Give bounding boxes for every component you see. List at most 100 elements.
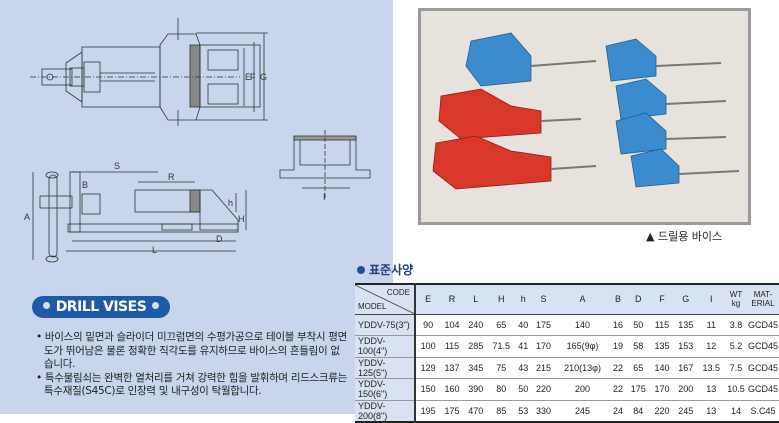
value-cell: 104 [440,314,464,336]
value-cell: 85 [487,400,515,422]
value-cell: 330 [531,400,556,422]
model-cell: YDDV-150(6") [355,378,416,401]
spec-heading-text: 표준사양 [369,263,414,277]
column-header: MAT-ERIAL [746,284,779,315]
value-cell: 135 [673,314,698,336]
description-item: • 바이스의 밑면과 슬라이더 미끄럼면의 수평가공으로 테이블 부착시 평면도… [36,331,347,371]
dim-label-h: H [238,214,245,224]
value-cell: 200 [555,378,610,401]
value-cell: 160 [440,378,464,401]
value-cell: 175 [440,400,464,422]
value-cell: 140 [555,314,610,336]
value-cell: 65 [626,357,651,379]
dim-label-e: E [245,72,251,82]
value-cell: 245 [673,400,698,422]
value-cell: 140 [650,357,674,379]
value-cell: 19 [609,335,627,358]
value-cell: 220 [531,378,556,401]
corner-header: CODE MODEL [355,284,416,315]
top-view-drawing [30,18,268,126]
product-title: DRILL VISES [55,299,147,315]
value-cell: 165(9φ) [555,335,610,358]
value-cell: 100 [415,335,441,358]
column-header: L [463,284,488,315]
spec-table: CODE MODEL E R L H h S A B D F G I WT kg… [355,283,779,423]
value-cell: 170 [650,378,674,401]
value-cell: 50 [626,314,651,336]
value-cell: 175 [626,378,651,401]
dim-label-d: D [216,234,223,244]
value-cell: 115 [650,314,674,336]
dim-label-l: L [152,245,157,255]
value-cell: 41 [514,335,532,358]
value-cell: 53 [514,400,532,422]
value-cell: 220 [650,400,674,422]
value-cell: 80 [487,378,515,401]
product-photo [418,8,751,225]
value-cell: 285 [463,335,488,358]
value-cell: 153 [673,335,698,358]
column-header: S [531,284,556,315]
column-header: B [609,284,627,315]
value-cell: 5.2 [724,335,747,358]
value-cell: 167 [673,357,698,379]
vises-photo-image [432,32,740,190]
value-cell: GCD45 [746,335,779,358]
value-cell: S.C45 [746,400,779,422]
value-cell: 58 [626,335,651,358]
column-header: D [626,284,651,315]
column-header: h [514,284,532,315]
value-cell: 75 [487,357,515,379]
bullet-icon [357,266,365,274]
value-cell: 210(13φ) [555,357,610,379]
dim-label-i: I [323,192,326,202]
spec-heading: 표준사양 [357,261,413,278]
value-cell: 345 [463,357,488,379]
corner-code: CODE [386,288,410,297]
bullet-icon [152,302,160,309]
value-cell: 170 [531,335,556,358]
dim-label-g: G [260,72,267,82]
column-header: F [650,284,674,315]
model-cell: YDDV-100(4") [355,335,416,358]
value-cell: 14 [724,400,747,422]
value-cell: 150 [415,378,441,401]
description-item: • 특수물림쇠는 완벽한 열처리를 거쳐 강력한 힘을 발휘하며 리드스크류는 … [36,371,347,398]
dim-label-h-small: h [228,198,233,208]
value-cell: 137 [440,357,464,379]
side-view-drawing [32,171,247,263]
dim-label-f: F [250,72,256,82]
technical-drawing: E F G S R B h H A D L I [24,18,371,263]
value-cell: 40 [514,314,532,336]
description: • 바이스의 밑면과 슬라이더 미끄럼면의 수평가공으로 테이블 부착시 평면도… [36,331,348,399]
value-cell: 13 [697,400,725,422]
value-cell: 50 [514,378,532,401]
value-cell: 84 [626,400,651,422]
value-cell: 71.5 [487,335,515,358]
column-header: G [673,284,698,315]
value-cell: 43 [514,357,532,379]
value-cell: 245 [555,400,610,422]
value-cell: 390 [463,378,488,401]
value-cell: 10.5 [724,378,747,401]
value-cell: 215 [531,357,556,379]
table-header-row: CODE MODEL E R L H h S A B D F G I WT kg… [355,284,779,315]
value-cell: 13.5 [697,357,725,379]
column-header: E [415,284,441,315]
dim-label-r: R [168,172,175,182]
dim-label-s: S [114,161,120,171]
product-title-badge: DRILL VISES [32,296,170,318]
value-cell: 11 [697,314,725,336]
front-view-drawing [279,130,371,200]
column-header: H [487,284,515,315]
value-cell: 24 [609,400,627,422]
value-cell: 129 [415,357,441,379]
model-cell: YDDV-200(8") [355,400,416,422]
dim-label-b: B [82,180,88,190]
value-cell: 13 [697,378,725,401]
